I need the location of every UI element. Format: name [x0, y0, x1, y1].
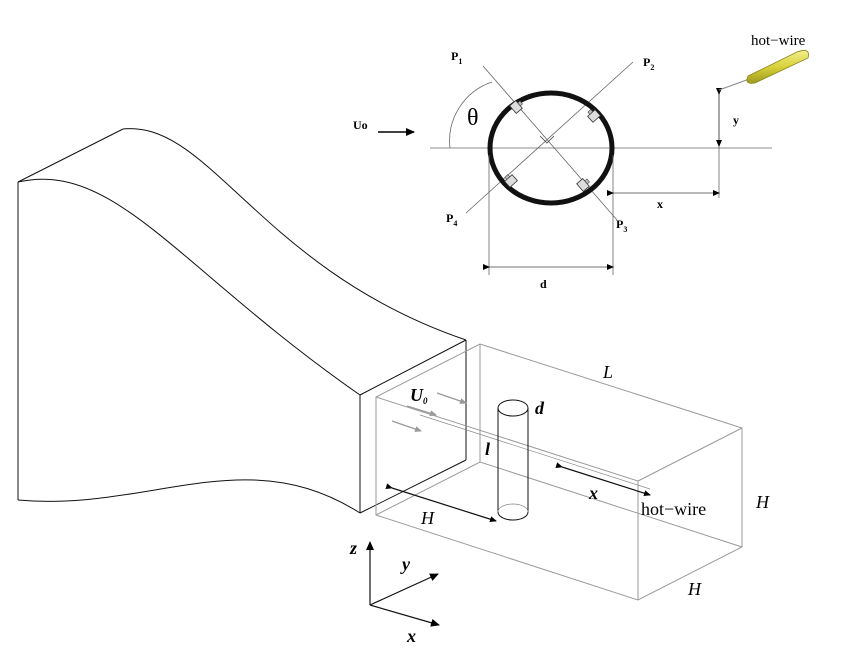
cylinder-cross-section: P1 P2 P3 P4 θ Uo d x y hot−wire: [353, 33, 809, 291]
y-label-top: y: [733, 113, 739, 127]
x-axis-label: x: [406, 626, 416, 646]
tunnel-flow-label: U0: [410, 385, 428, 406]
right-angle-marker: [539, 135, 555, 144]
h-inlet-dimension: [385, 483, 497, 523]
port-line-p2-p4: [465, 61, 634, 214]
y-axis-label: y: [400, 554, 411, 574]
cylinder-section: [487, 90, 615, 206]
flow-arrow-1: [436, 392, 467, 404]
H-inlet-label: H: [420, 508, 435, 528]
z-axis-label: z: [349, 538, 357, 558]
y-axis: [369, 573, 439, 606]
x-axis: [369, 604, 440, 627]
port-fitting-p3: [576, 178, 590, 192]
flow-arrow-2: [406, 405, 437, 417]
flow-label-uo: Uo: [353, 118, 368, 132]
port-line-p1-p3: [482, 65, 618, 221]
test-cylinder: [497, 399, 529, 521]
x-dimension-tunnel: [555, 462, 651, 497]
port-label-p2: P2: [643, 55, 654, 72]
test-section: [375, 343, 743, 601]
coordinate-axes: z y x: [349, 538, 440, 646]
flow-arrow-3: [391, 420, 422, 432]
hot-wire-label-top: hot−wire: [751, 33, 806, 49]
H-right-label: H: [755, 492, 770, 512]
hot-wire-probe: [718, 50, 809, 91]
x-label-tunnel: x: [588, 483, 598, 503]
L-label: L: [602, 362, 613, 382]
d-label-tunnel: d: [535, 398, 545, 418]
port-fitting-p4: [504, 174, 518, 188]
theta-arc: [449, 81, 493, 149]
port-label-p1: P1: [451, 49, 462, 66]
port-fitting-p1: [509, 100, 523, 114]
hot-wire-label-tunnel: hot−wire: [641, 499, 706, 519]
H-bottom-label: H: [687, 579, 702, 599]
port-fitting-p2: [587, 109, 601, 123]
angle-label: θ: [467, 105, 479, 131]
port-label-p4: P4: [446, 211, 457, 228]
port-label-p3: P3: [616, 217, 627, 234]
test-section-axis: [419, 414, 651, 490]
hot-wire-probe-body: [746, 50, 809, 84]
contraction-section: [17, 128, 467, 514]
l-label-tunnel: l: [485, 439, 490, 459]
d-label-top: d: [540, 277, 547, 291]
x-label-top: x: [657, 197, 663, 211]
